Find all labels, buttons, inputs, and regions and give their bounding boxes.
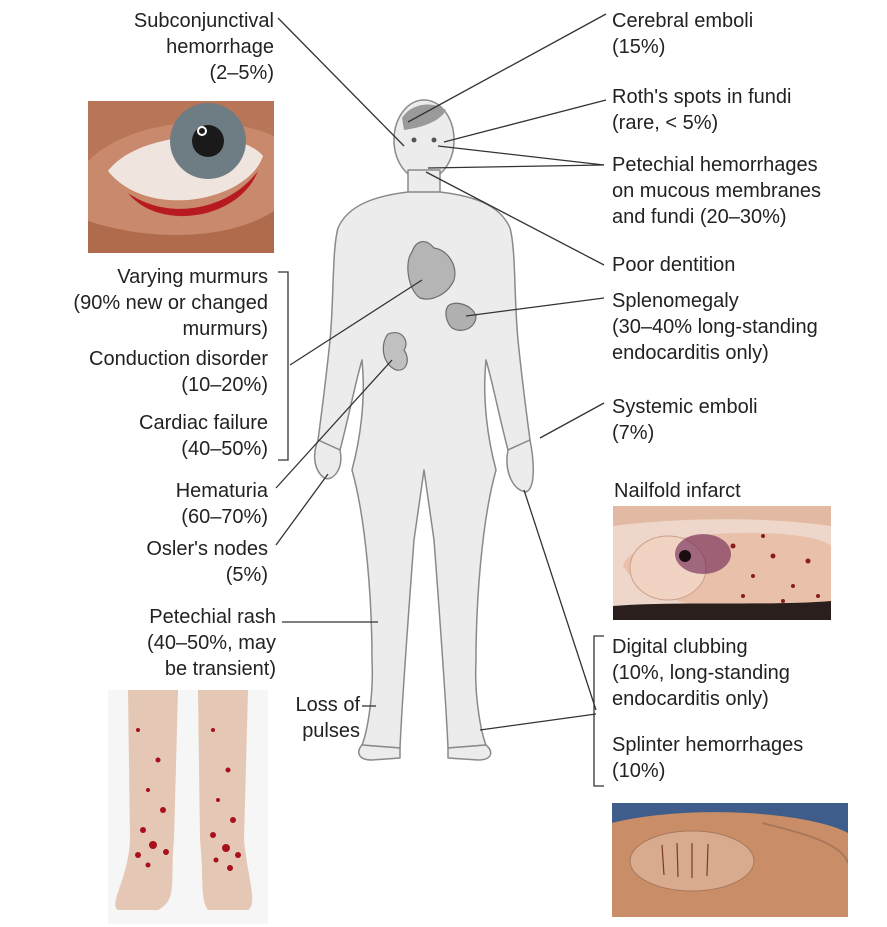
eye-mark-right <box>432 138 437 143</box>
photo-subconjunctival-eye <box>88 101 274 253</box>
nail-illustration <box>612 803 848 917</box>
label-oslers-nodes: Osler's nodes (5%) <box>146 536 268 588</box>
label-roths-spots: Roth's spots in fundi (rare, < 5%) <box>612 84 791 136</box>
label-conduction-disorder: Conduction disorder (10–20%) <box>89 346 268 398</box>
legs-illustration <box>108 690 268 924</box>
eye-illustration <box>88 101 274 253</box>
label-hematuria: Hematuria (60–70%) <box>176 478 268 530</box>
label-petechial-hemorrhages: Petechial hemorrhages on mucous membrane… <box>612 152 821 230</box>
photo-nailfold-infarct <box>613 506 831 620</box>
human-body-outline <box>315 100 534 760</box>
label-petechial-rash: Petechial rash (40–50%, may be transient… <box>147 604 276 682</box>
label-subconjunctival-hemorrhage: Subconjunctival hemorrhage (2–5%) <box>134 8 274 86</box>
photo-petechial-rash-legs <box>108 690 268 924</box>
label-varying-murmurs: Varying murmurs (90% new or changed murm… <box>73 264 268 342</box>
label-splenomegaly: Splenomegaly (30–40% long-standing endoc… <box>612 288 818 366</box>
label-poor-dentition: Poor dentition <box>612 252 735 278</box>
label-systemic-emboli: Systemic emboli (7%) <box>612 394 758 446</box>
eye-mark-left <box>412 138 417 143</box>
label-cardiac-failure: Cardiac failure (40–50%) <box>139 410 268 462</box>
label-nailfold-infarct: Nailfold infarct <box>614 478 741 504</box>
label-digital-clubbing: Digital clubbing (10%, long-standing end… <box>612 634 790 712</box>
finger-illustration <box>613 506 831 620</box>
label-cerebral-emboli: Cerebral emboli (15%) <box>612 8 753 60</box>
photo-splinter-hemorrhage-nail <box>612 803 848 917</box>
label-splinter-hemorrhages: Splinter hemorrhages (10%) <box>612 732 803 784</box>
label-loss-of-pulses: Loss of pulses <box>296 692 360 744</box>
